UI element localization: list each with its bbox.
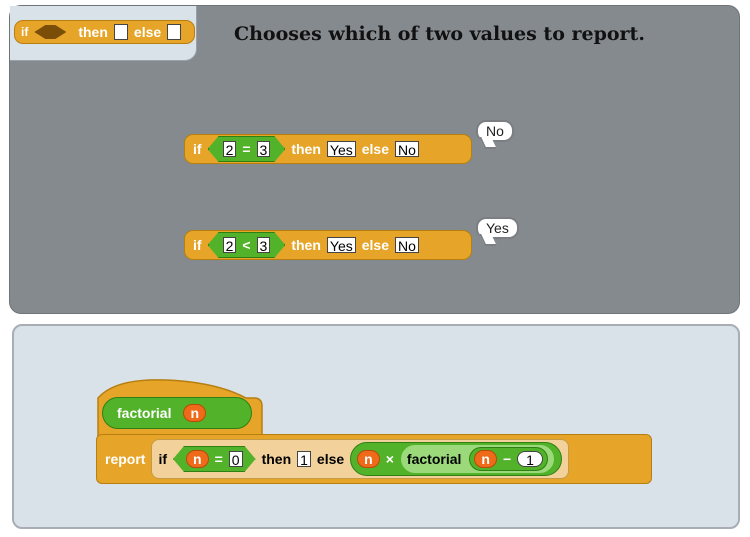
help-panel-top: if then else Chooses which of two values… (9, 5, 740, 314)
help-panel-bottom: factorial n report if n = 0 then 1 else … (12, 324, 740, 529)
multiply-operator: × (385, 451, 394, 467)
else-slot[interactable] (167, 24, 182, 40)
result-bubble-1: No (476, 120, 514, 142)
else-keyword: else (361, 237, 389, 253)
boolean-slot[interactable] (34, 25, 66, 39)
else-keyword: else (361, 141, 389, 157)
var-n[interactable]: n (474, 450, 497, 468)
factorial-call[interactable]: factorial n − 1 (399, 444, 555, 474)
var-n[interactable]: n (186, 450, 209, 468)
zero-value[interactable]: 0 (229, 451, 243, 467)
left-operand[interactable]: 2 (223, 237, 237, 253)
equals-predicate[interactable]: 2 = 3 (208, 136, 286, 162)
less-than-operator: < (242, 237, 251, 253)
if-then-else-reporter[interactable]: if n = 0 then 1 else n × factorial n − 1 (151, 439, 569, 479)
palette-tab: if then else (10, 6, 197, 61)
factorial-prototype[interactable]: factorial n (102, 397, 252, 429)
then-keyword: then (261, 451, 292, 467)
then-keyword: then (291, 237, 321, 253)
one-operand[interactable]: 1 (517, 451, 543, 468)
if-then-else-block[interactable]: if then else (14, 20, 195, 44)
report-block[interactable]: report if n = 0 then 1 else n × factoria… (96, 434, 652, 484)
equals-operator: = (242, 141, 251, 157)
report-keyword: report (105, 451, 146, 467)
equals-predicate[interactable]: n = 0 (173, 446, 256, 472)
if-keyword: if (193, 141, 202, 157)
param-n[interactable]: n (183, 404, 207, 422)
else-keyword: else (133, 24, 162, 40)
right-operand[interactable]: 3 (257, 141, 271, 157)
right-operand[interactable]: 3 (257, 237, 271, 253)
minus-reporter[interactable]: n − 1 (469, 447, 548, 471)
minus-operator: − (502, 451, 512, 467)
if-keyword: if (21, 25, 29, 39)
then-value[interactable]: Yes (326, 141, 356, 158)
result-bubble-2: Yes (476, 217, 519, 239)
if-keyword: if (193, 237, 202, 253)
example1-if-block[interactable]: if 2 = 3 then Yes else No (184, 134, 472, 164)
then-keyword: then (291, 141, 321, 157)
left-operand[interactable]: 2 (223, 141, 237, 157)
equals-operator: = (214, 451, 223, 467)
factorial-call-label: factorial (406, 451, 462, 467)
description-heading: Chooses which of two values to report. (234, 23, 645, 45)
one-value[interactable]: 1 (297, 451, 311, 468)
multiply-reporter[interactable]: n × factorial n − 1 (350, 442, 562, 476)
factorial-label: factorial (117, 405, 172, 421)
else-value[interactable]: No (395, 237, 419, 254)
then-value[interactable]: Yes (326, 237, 356, 254)
var-n[interactable]: n (357, 450, 380, 468)
example2-if-block[interactable]: if 2 < 3 then Yes else No (184, 230, 472, 260)
else-keyword: else (316, 451, 345, 467)
then-keyword: then (78, 24, 108, 40)
then-slot[interactable] (113, 24, 128, 40)
less-than-predicate[interactable]: 2 < 3 (208, 232, 286, 258)
else-value[interactable]: No (395, 141, 419, 158)
if-keyword: if (158, 451, 168, 467)
